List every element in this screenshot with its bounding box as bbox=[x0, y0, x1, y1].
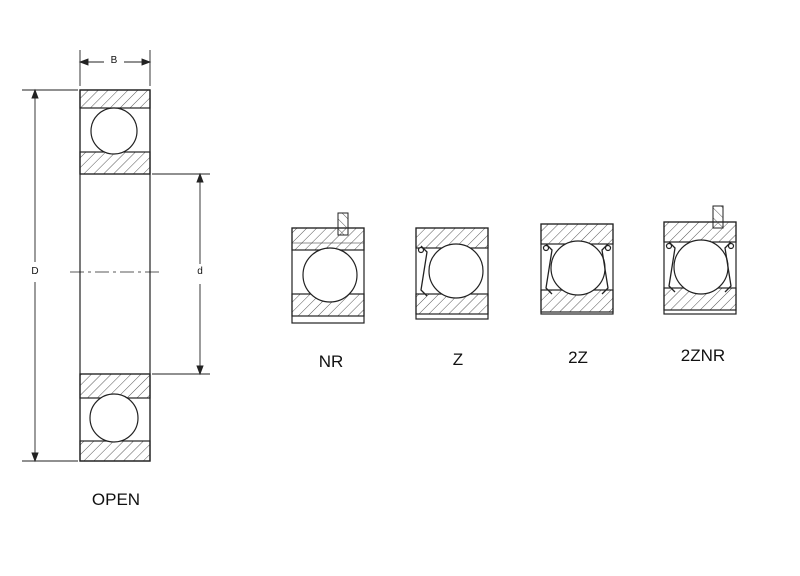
dimension-d-bore-label: d bbox=[197, 266, 203, 277]
caption-nr: NR bbox=[318, 352, 344, 371]
2znr-bearing bbox=[663, 205, 737, 315]
dimension-b-label: B bbox=[110, 55, 118, 66]
caption-2z: 2Z bbox=[568, 348, 588, 367]
dimension-b bbox=[78, 50, 152, 86]
dimension-d-outer bbox=[22, 88, 78, 463]
dimension-d-outer-label: D bbox=[31, 266, 39, 277]
dimension-d-bore bbox=[152, 172, 210, 376]
caption-open: OPEN bbox=[91, 490, 141, 509]
z-bearing bbox=[415, 227, 489, 320]
open-bearing bbox=[70, 89, 160, 462]
open-bottom-section bbox=[79, 373, 151, 462]
nr-bearing bbox=[291, 212, 365, 324]
caption-z: Z bbox=[452, 350, 464, 369]
2z-bearing bbox=[540, 223, 614, 315]
caption-2znr: 2ZNR bbox=[680, 346, 726, 365]
open-top-section bbox=[79, 89, 151, 175]
